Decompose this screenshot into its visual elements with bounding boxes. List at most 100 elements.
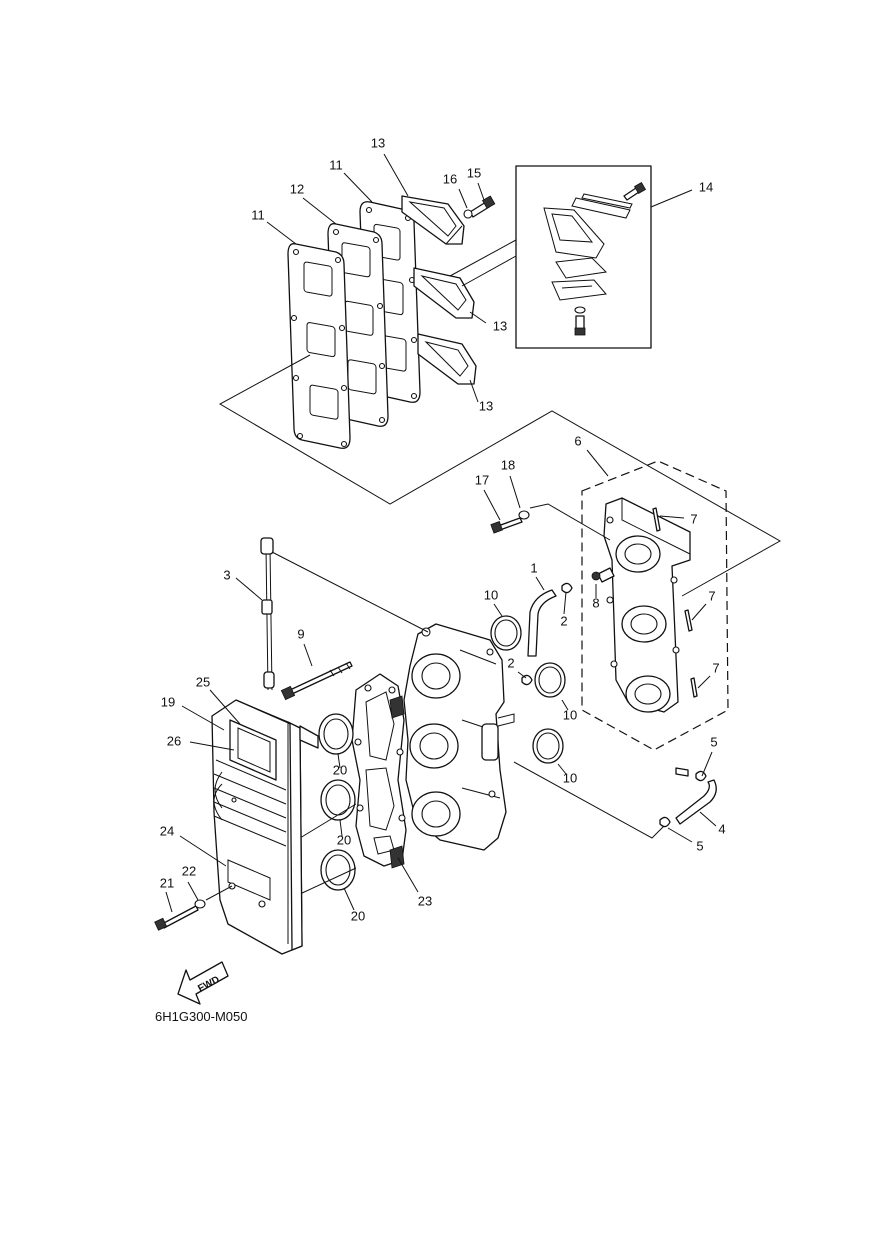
callout-10: 10: [563, 707, 577, 722]
leader-7a: [659, 515, 685, 519]
hose-1: [527, 589, 557, 657]
leader-4: [699, 811, 717, 827]
callout-5: 5: [710, 734, 717, 749]
callout-18: 18: [501, 457, 515, 472]
callout-6: 6: [574, 433, 581, 448]
callout-3: 3: [223, 567, 230, 582]
callout-12: 12: [290, 181, 304, 196]
bolt-21: [154, 905, 199, 931]
callout-17: 17: [475, 472, 489, 487]
leader-20a: [337, 753, 341, 769]
callout-7: 7: [712, 660, 719, 675]
leader-9: [303, 643, 313, 667]
leader-2a: [563, 591, 567, 615]
callout-13: 13: [371, 135, 385, 150]
callout-11: 11: [251, 207, 265, 222]
callout-20: 20: [351, 908, 365, 923]
assembly-link-top: [218, 354, 782, 597]
intake-manifold-6: [603, 497, 691, 713]
callout-4: 4: [718, 821, 725, 836]
callout-2: 2: [507, 655, 514, 670]
callout-15: 15: [467, 165, 481, 180]
bolt-17: [490, 517, 523, 534]
leader-6: [586, 449, 609, 477]
leader-5a: [701, 751, 713, 777]
leader-20b: [339, 819, 343, 837]
leader-18: [509, 475, 521, 509]
reed-valve-13-middle: [413, 267, 475, 319]
o-ring-to-cover: [299, 803, 357, 895]
callout-25: 25: [196, 674, 210, 689]
bolt-15: [469, 195, 496, 218]
leader-1: [535, 576, 545, 591]
callout-21: 21: [160, 875, 174, 890]
callout-2: 2: [560, 613, 567, 628]
leader-7c: [697, 675, 711, 689]
bolt-to-cover: [205, 885, 233, 901]
leader-7b: [691, 603, 707, 621]
callout-20: 20: [333, 762, 347, 777]
leader-11a: [343, 172, 373, 203]
pin-7b: [684, 609, 693, 632]
drawing-code: 6H1G300-M050: [155, 1009, 248, 1024]
leader-13b: [469, 311, 487, 324]
callout-7: 7: [690, 511, 697, 526]
clip-2a: [561, 582, 573, 594]
leader-10b: [561, 699, 569, 711]
reed-valve-detail-box: [515, 165, 652, 349]
bolt-9: [280, 661, 353, 701]
leader-19: [181, 705, 225, 731]
silencer-cover-19: [211, 699, 319, 955]
leader-22: [187, 881, 199, 901]
leader-23: [397, 857, 419, 893]
gasket-23: [351, 673, 407, 869]
callout-11: 11: [329, 157, 343, 172]
carburetor-body: [403, 623, 515, 851]
washer-16: [463, 209, 473, 219]
leader-3: [235, 577, 263, 601]
callout-19: 19: [161, 694, 175, 709]
clip-5a: [695, 770, 707, 782]
pin-7c: [690, 677, 698, 698]
leader-24: [179, 835, 227, 867]
leader-10a: [493, 603, 503, 617]
assembly-link-right: [513, 761, 665, 839]
callout-1: 1: [530, 560, 537, 575]
leader-11b: [266, 221, 297, 245]
leader-26: [189, 741, 235, 751]
callout-10: 10: [563, 770, 577, 785]
leader-14: [650, 189, 693, 208]
leader-25: [209, 689, 241, 725]
leader-20c: [343, 887, 355, 911]
callout-23: 23: [418, 893, 432, 908]
callout-13: 13: [479, 398, 493, 413]
leader-13a: [383, 153, 409, 197]
leader-15: [477, 182, 485, 201]
callout-8: 8: [592, 595, 599, 610]
gasket-11-front: [287, 243, 351, 449]
callout-13: 13: [493, 318, 507, 333]
washer-22: [194, 899, 206, 909]
link-rod-3: [260, 537, 275, 691]
callout-9: 9: [297, 626, 304, 641]
fitting-8: [591, 567, 615, 583]
leader-12: [302, 197, 337, 225]
leader-21: [165, 891, 173, 913]
link-rod-to-carb: [271, 551, 429, 633]
fwd-arrow-icon: FWD: [177, 961, 229, 1005]
callout-10: 10: [484, 587, 498, 602]
leader-5b: [667, 827, 693, 843]
callout-14: 14: [699, 179, 713, 194]
reed-valve-13-top: [401, 195, 465, 245]
reed-valve-13-bottom: [417, 333, 477, 385]
callout-26: 26: [167, 733, 181, 748]
leader-10c: [557, 763, 567, 775]
callout-20: 20: [337, 832, 351, 847]
callout-22: 22: [182, 863, 196, 878]
callout-7: 7: [708, 588, 715, 603]
leader-16: [458, 188, 468, 209]
detail-pointer: [449, 239, 517, 287]
callout-16: 16: [443, 171, 457, 186]
leader-17: [483, 489, 501, 521]
